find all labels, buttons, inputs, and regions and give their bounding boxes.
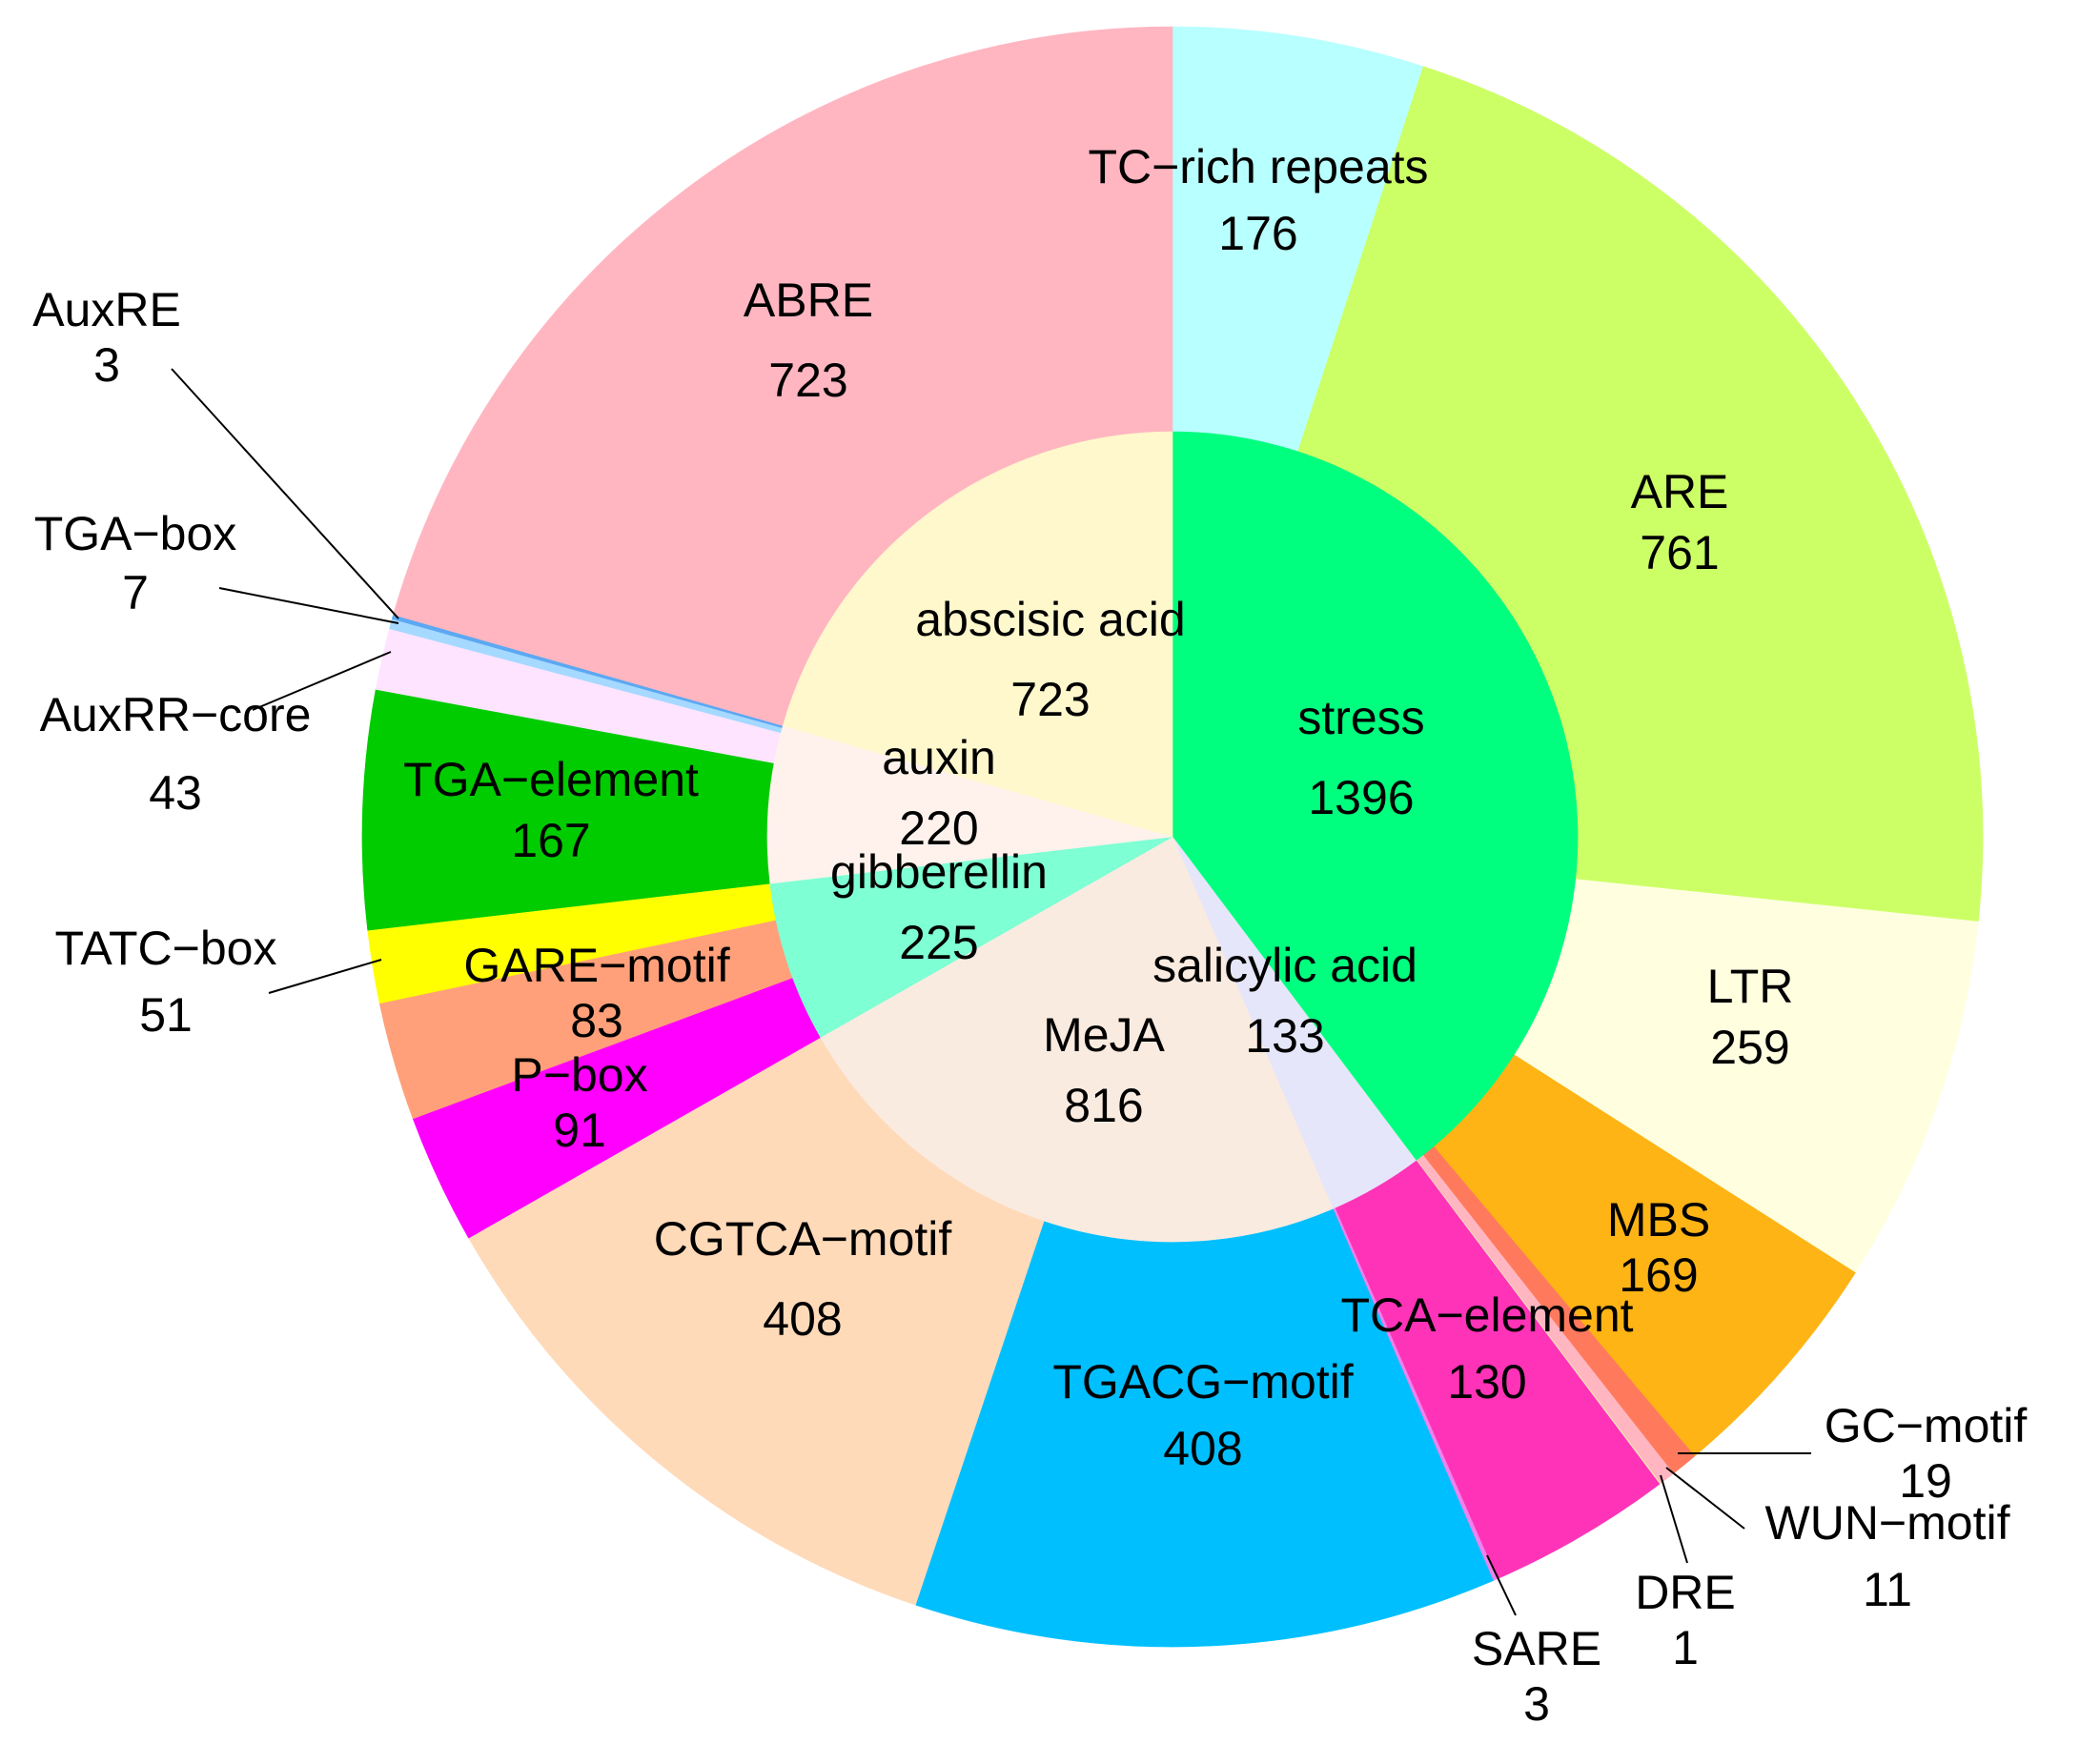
- leader-tga-box: [218, 587, 399, 624]
- inner-slice-stress: [1172, 431, 1579, 1162]
- inner-slice-gibberellin: [769, 836, 1173, 1038]
- inner-slice-auxin: [766, 725, 1173, 884]
- leader-sare: [1486, 1554, 1517, 1616]
- inner-slice-meja: [820, 836, 1334, 1243]
- inner-ring: [766, 431, 1579, 1243]
- leader-dre: [1660, 1474, 1688, 1564]
- leader-wun-motif: [1665, 1467, 1745, 1530]
- leader-auxre: [171, 368, 399, 619]
- leader-tatc-box: [268, 959, 382, 994]
- outer-ring: [361, 26, 1984, 1648]
- leader-auxrr-core: [252, 651, 392, 711]
- leader-lines: [171, 368, 1811, 1616]
- inner-slice-abscisic-acid: [782, 431, 1173, 838]
